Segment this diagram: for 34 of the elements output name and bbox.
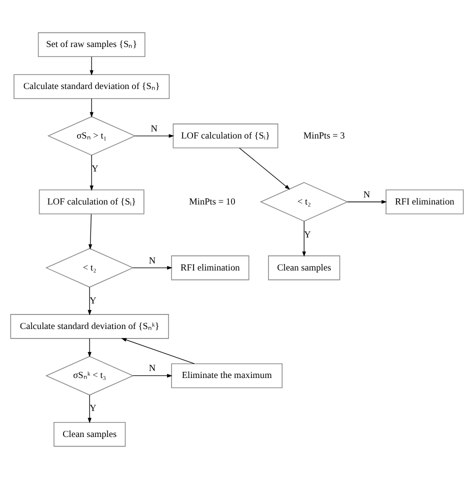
node-diamond: σSₙ > t₁ (47, 116, 136, 156)
node-box: Clean samples (268, 255, 340, 280)
node-box: RFI elimination (386, 189, 464, 214)
node-box: RFI elimination (171, 255, 250, 280)
arrow (121, 338, 195, 364)
node-diamond: σSₙᵏ < t₃ (45, 356, 134, 396)
node-box: Eliminate the maximum (171, 363, 283, 388)
node-box: LOF calculation of {Sᵢ} (172, 124, 278, 148)
arrow (347, 200, 387, 204)
arrow (90, 154, 94, 191)
node-box: Clean samples (54, 422, 126, 447)
edge-label: N (148, 364, 156, 374)
label: MinPts = 3 (303, 131, 345, 142)
node-box: Calculate standard deviation of {Sₙ} (14, 74, 170, 99)
edge-label: N (148, 256, 156, 266)
node-box: Calculate standard deviation of {Sₙᵏ} (10, 314, 169, 339)
arrow (239, 148, 290, 190)
node-diamond: < t₂ (260, 182, 348, 222)
arrow (88, 394, 92, 424)
arrow (134, 134, 174, 138)
arrow (132, 266, 172, 270)
node-box: Set of raw samples {Sₙ} (38, 32, 146, 58)
node-box: LOF calculation of {Sᵢ} (38, 189, 144, 214)
label: MinPts = 10 (189, 197, 236, 208)
arrow (88, 214, 92, 250)
edge-label: N (150, 124, 158, 134)
arrow (302, 220, 306, 257)
arrow (88, 286, 92, 316)
arrow (88, 338, 92, 358)
arrow (132, 374, 172, 378)
node-diamond: < t₂ (45, 248, 134, 288)
edge-label: N (363, 190, 370, 200)
arrow (90, 56, 94, 76)
arrow (90, 98, 94, 118)
